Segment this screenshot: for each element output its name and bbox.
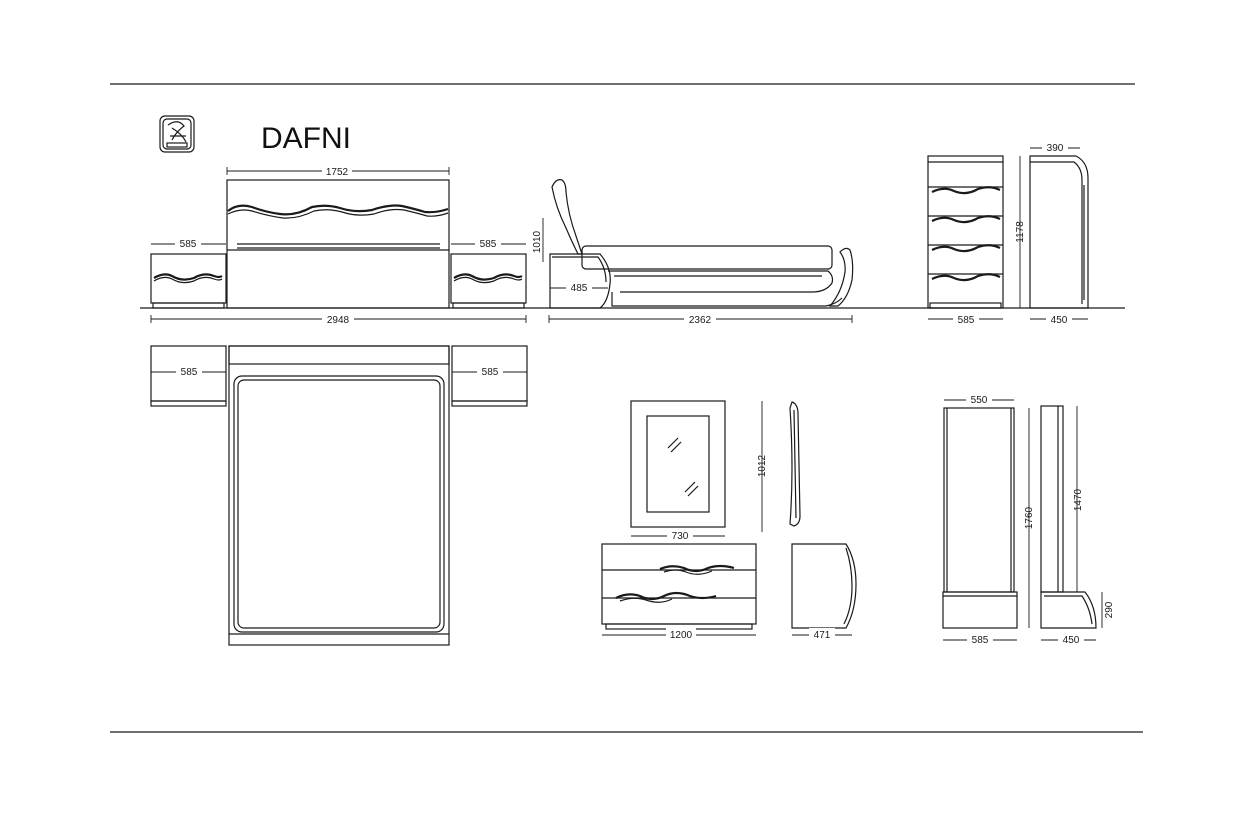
dim-wardrobe-base-height: 290 xyxy=(1101,592,1115,628)
dim-label-wardrobe-height: 1760 xyxy=(1024,506,1035,529)
dim-chest-height: 1178 xyxy=(1015,156,1026,308)
dim-nightstand-left: 585 xyxy=(151,237,226,250)
dresser-front-elevation xyxy=(601,543,757,630)
wardrobe-side-elevation xyxy=(1040,405,1097,629)
dim-label-bed-set-total: 2948 xyxy=(327,315,350,326)
dim-bed-set-total: 2948 xyxy=(150,313,527,326)
dim-label-bed-length: 2362 xyxy=(689,315,712,326)
page-title: DAFNI xyxy=(261,122,351,155)
dim-wardrobe-height: 1760 xyxy=(1024,408,1035,628)
bed-side-elevation xyxy=(549,179,854,309)
dim-label-wardrobe-base-height: 290 xyxy=(1104,601,1115,618)
dim-label-bed-side-nightstand: 485 xyxy=(571,283,588,294)
mirror-side-elevation xyxy=(789,401,801,527)
dim-plan-nightstand-right: 585 xyxy=(452,365,527,378)
dim-wardrobe-front-width: 585 xyxy=(943,633,1017,646)
dim-label-dresser-width: 1200 xyxy=(670,630,693,641)
mirror-front-elevation xyxy=(630,400,726,528)
dim-chest-side-top: 390 xyxy=(1030,141,1080,154)
dim-label-mirror-height: 1012 xyxy=(757,454,768,477)
dim-chest-front-width: 585 xyxy=(928,313,1003,326)
dim-bed-length: 2362 xyxy=(548,313,853,326)
dim-nightstand-right: 585 xyxy=(451,237,526,250)
dim-label-wardrobe-front-width: 585 xyxy=(972,635,989,646)
dim-plan-nightstand-left: 585 xyxy=(151,365,226,378)
dim-label-plan-nightstand-right: 585 xyxy=(482,367,499,378)
dim-dresser-width: 1200 xyxy=(602,628,756,641)
dim-bed-side-height: 1010 xyxy=(532,218,544,262)
dim-chest-side-depth: 450 xyxy=(1030,313,1088,326)
dresser-side-elevation xyxy=(791,543,857,629)
brand-monogram-icon xyxy=(159,115,195,153)
dim-label-wardrobe-side-depth: 450 xyxy=(1063,635,1080,646)
dim-label-wardrobe-upper-height: 1470 xyxy=(1073,488,1084,511)
bed-plan-view xyxy=(150,345,528,646)
dim-headboard-width: 1752 xyxy=(226,165,450,178)
dim-label-nightstand-right: 585 xyxy=(480,239,497,250)
dim-label-headboard-width: 1752 xyxy=(326,167,349,178)
dim-label-nightstand-left: 585 xyxy=(180,239,197,250)
dim-label-plan-nightstand-left: 585 xyxy=(181,367,198,378)
dim-wardrobe-top-width: 550 xyxy=(944,393,1014,406)
dim-label-mirror-width: 730 xyxy=(672,531,689,542)
dim-dresser-depth: 471 xyxy=(792,628,852,641)
dim-bed-side-nightstand: 485 xyxy=(550,281,608,294)
dim-label-chest-front-width: 585 xyxy=(958,315,975,326)
dim-mirror-width: 730 xyxy=(631,529,725,542)
dim-label-chest-side-depth: 450 xyxy=(1051,315,1068,326)
dim-wardrobe-side-depth: 450 xyxy=(1041,633,1096,646)
dim-label-wardrobe-top-width: 550 xyxy=(971,395,988,406)
dim-label-dresser-depth: 471 xyxy=(814,630,831,641)
dim-label-chest-side-top: 390 xyxy=(1047,143,1064,154)
wardrobe-front-elevation xyxy=(942,407,1018,629)
dim-mirror-height: 1012 xyxy=(757,401,768,532)
chest-side-elevation xyxy=(1029,155,1089,309)
dim-label-chest-height: 1178 xyxy=(1015,221,1026,243)
chest-front-elevation xyxy=(927,155,1004,309)
dim-label-bed-side-height: 1010 xyxy=(532,230,543,253)
dim-wardrobe-upper-height: 1470 xyxy=(1073,406,1084,592)
